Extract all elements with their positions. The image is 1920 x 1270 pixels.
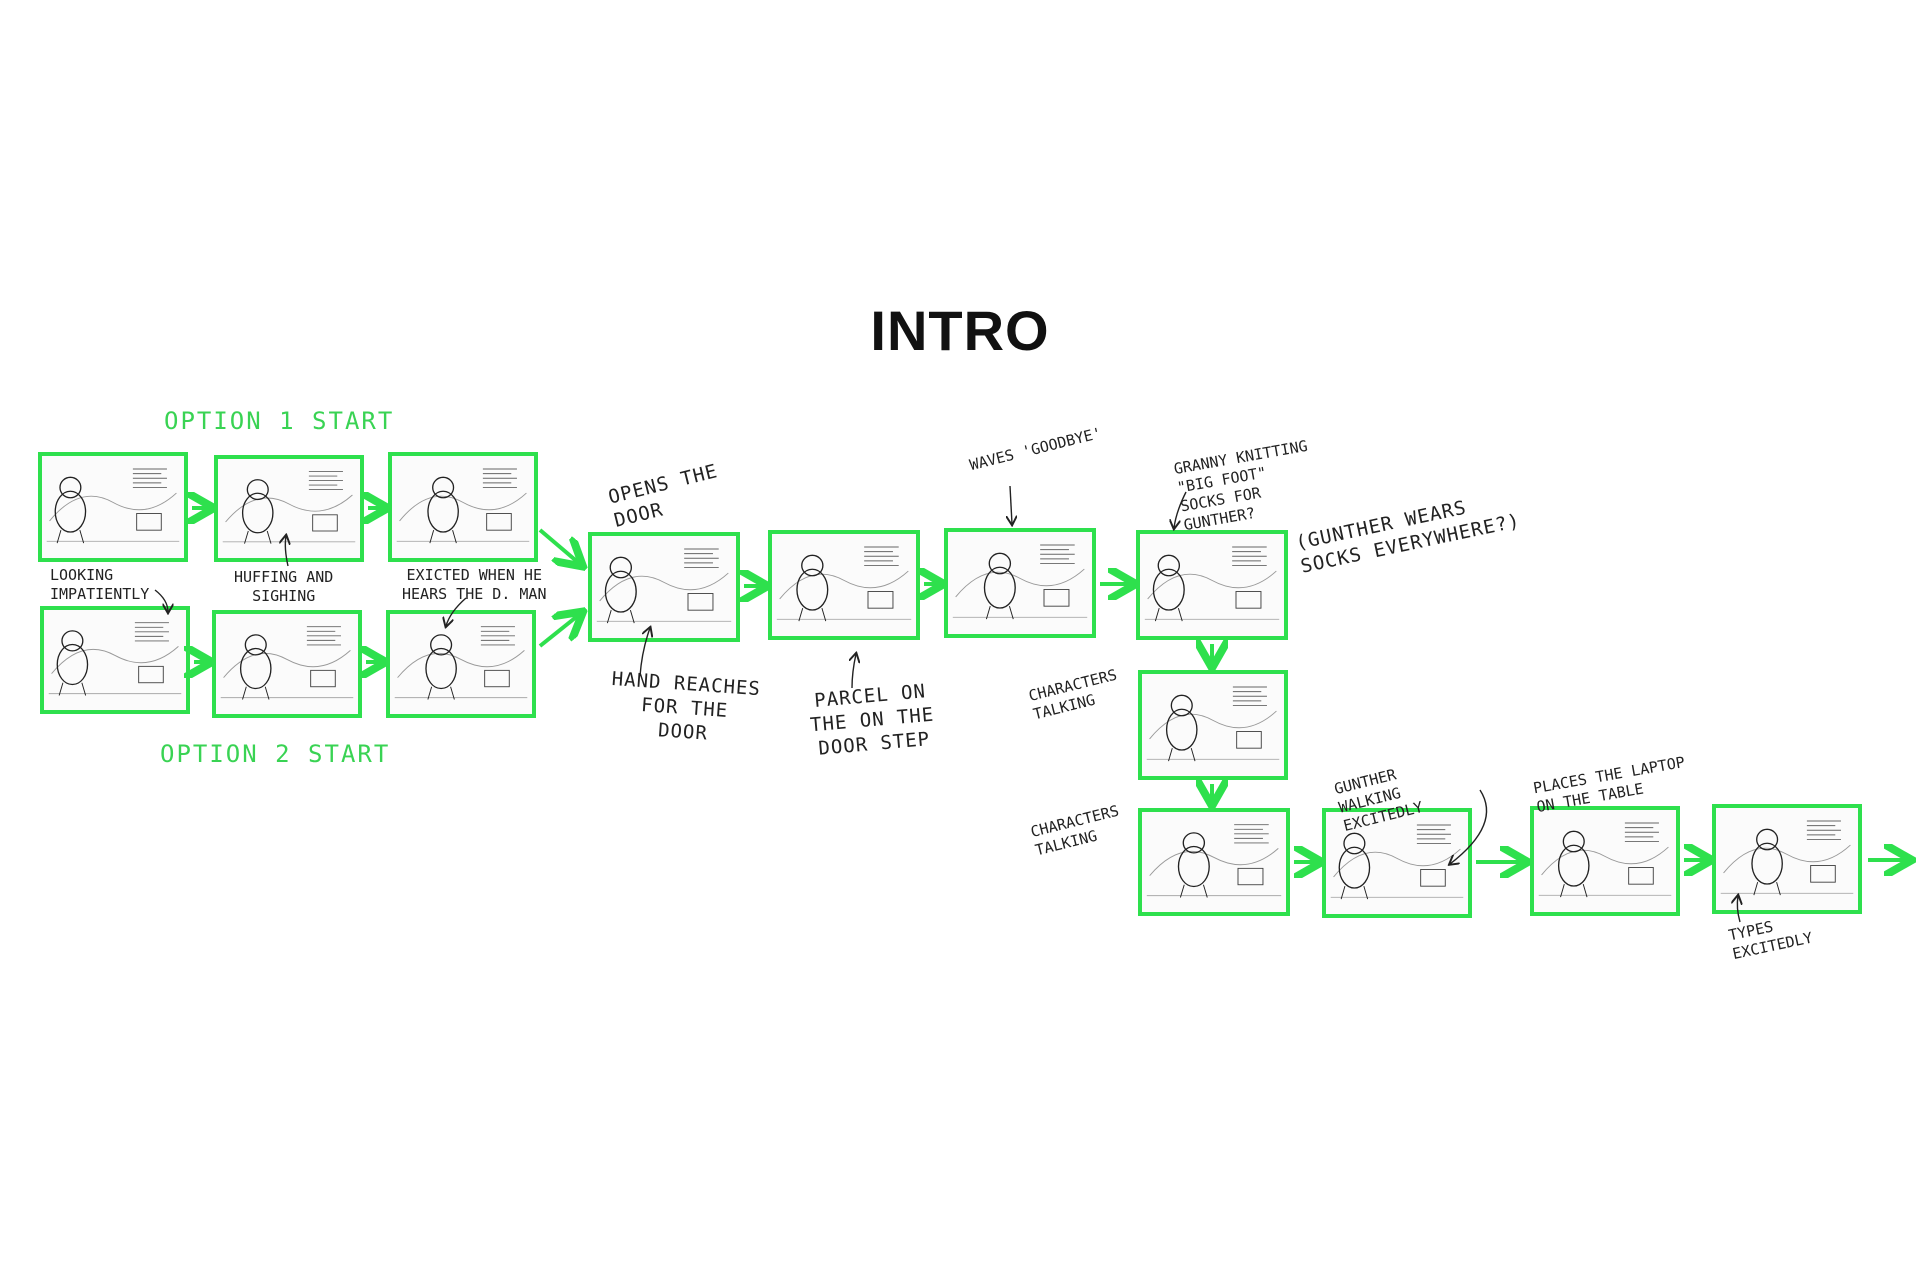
annotation-talking-1: CHARACTERS TALKING (1026, 665, 1119, 724)
storyboard-panel-4 (40, 606, 190, 714)
panel-sketch-12 (1146, 824, 1282, 898)
panel-sketch-8 (776, 546, 912, 622)
annotation-hand: HAND REACHES FOR THE DOOR (611, 667, 762, 745)
arrow-p6-p7 (538, 614, 580, 648)
panel-sketch-5 (220, 626, 354, 700)
storyboard-panel-12 (1138, 808, 1290, 916)
panel-sketch-2 (222, 471, 356, 544)
storyboard-panel-1 (38, 452, 188, 562)
annotation-huffing: HUFFING AND SIGHING (234, 568, 334, 605)
panel-sketch-3 (396, 468, 530, 544)
panel-sketch-15 (1720, 820, 1854, 896)
panel-sketch-7 (596, 548, 732, 624)
annotation-waves: WAVES 'GOODBYE' (967, 423, 1104, 475)
pointer-waves (1010, 485, 1012, 524)
annotation-talking-2: CHARACTERS TALKING (1028, 801, 1121, 860)
storyboard-panel-2 (214, 455, 364, 562)
storyboard-panel-3 (388, 452, 538, 562)
option1-label: OPTION 1 START (164, 407, 395, 435)
storyboard-panel-9 (944, 528, 1096, 638)
annotation-excited: EXICTED WHEN HE HEARS THE D. MAN (402, 566, 547, 603)
panel-sketch-10 (1144, 546, 1280, 622)
storyboard-panel-15 (1712, 804, 1862, 914)
annotation-looking: LOOKING IMPATIENTLY (50, 566, 150, 603)
panel-sketch-14 (1538, 822, 1672, 898)
storyboard-panel-10 (1136, 530, 1288, 640)
storyboard-panel-5 (212, 610, 362, 718)
annotation-types: TYPES EXCITEDLY (1726, 917, 1815, 964)
panel-sketch-6 (394, 626, 528, 700)
option2-label: OPTION 2 START (160, 740, 391, 768)
pointer-parcel (852, 654, 856, 689)
annotation-gunther-socks: (GUNTHER WEARS SOCKS EVERYWHERE?) (1293, 496, 1523, 578)
page-title: INTRO (870, 299, 1050, 362)
arrow-p3-p7 (538, 528, 580, 564)
storyboard-panel-14 (1530, 806, 1680, 916)
storyboard-panel-8 (768, 530, 920, 640)
panel-sketch-13 (1330, 824, 1464, 900)
storyboard-panel-11 (1138, 670, 1288, 780)
storyboard-panel-13 (1322, 808, 1472, 918)
panel-sketch-4 (48, 622, 182, 696)
storyboard-panel-6 (386, 610, 536, 718)
panel-sketch-1 (46, 468, 180, 544)
annotation-opens: OPENS THE DOOR (606, 460, 721, 532)
panel-sketch-11 (1146, 686, 1280, 762)
annotation-parcel: PARCEL ON THE ON THE DOOR STEP (809, 680, 936, 760)
panel-sketch-9 (952, 544, 1088, 620)
storyboard-panel-7 (588, 532, 740, 642)
annotation-granny: GRANNY KNITTING "BIG FOOT" SOCKS FOR GUN… (1172, 436, 1309, 535)
